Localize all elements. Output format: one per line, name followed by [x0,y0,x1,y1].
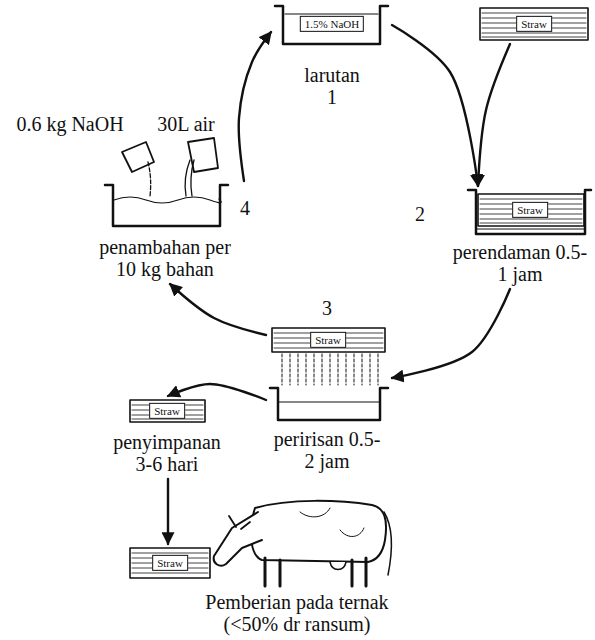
straw-tag: Straw [310,332,346,348]
tray-outline [105,185,228,226]
liquid-surface [477,229,584,230]
process-arrow [392,289,510,378]
straw-bundle: Straw [476,4,592,44]
solution [283,14,380,44]
pouring-stream [185,160,190,196]
step-caption: perendaman 0.5-1 jam [450,241,590,285]
step-number: 4 [240,197,250,219]
straw-tag: Straw [149,403,185,419]
process-arrow [168,384,266,400]
step-caption: penyimpanan 3-6 hari [105,431,230,475]
process-arrow [392,25,478,186]
straw-hatch [480,199,582,223]
tray-outline [275,6,388,44]
straw-bundle-drawing [478,194,584,226]
pouring-stream [148,162,151,196]
straw-bundle-drawing [130,548,210,578]
cow-drawing [214,501,392,586]
liquid-surface [114,197,221,203]
feeding-station: StrawPemberian pada ternak (<50% dr rans… [126,544,409,639]
ingredient-label: 0.6 kg NaOH [16,113,123,135]
straw-tag: Straw [516,16,552,32]
process-arrow [170,284,266,335]
straw-bundle-drawing [480,8,588,40]
step-caption: larutan 1 [297,64,367,108]
stored-straw: Straw penyimpanan 3-6 hari [101,396,234,479]
step-caption: peririsan 0.5-2 jam [272,428,382,472]
step-caption: penambahan per 10 kg bahan [95,236,235,280]
step-number: 2 [415,203,425,225]
straw-bundle-drawing [272,328,385,352]
tray-outline [270,388,388,420]
step-number: 3 [322,297,332,319]
ingredient-label: 30L air [157,113,215,135]
pouring-stream [191,160,194,196]
straw-tag: Straw [152,555,188,571]
process-arrow [239,32,271,181]
soaking-tray: Straw 2 perendaman 0.5-1 jam [411,186,595,289]
straw-bundle-drawing [130,400,205,422]
process-arrow [478,44,510,186]
step-caption: Pemberian pada ternak (<50% dr ransum) [190,591,405,635]
tray-outline [468,190,591,234]
draining-tray: 3Straw peririsan 0.5-2 jam [266,293,392,476]
liquid-surface [279,401,379,402]
drip-lines [282,354,378,385]
tray-label: 1.5% NaOH [300,16,364,32]
mixing-tray: 4penambahan per 10 kg bahan [91,181,254,284]
liquid-surface [285,13,378,14]
solution-tray: 1.5% NaOH larutan 1 [271,1,392,112]
straw-hatch [132,553,208,573]
straw-tag: Straw [512,202,548,218]
process-arrow [167,479,169,544]
straw-hatch [482,13,586,37]
